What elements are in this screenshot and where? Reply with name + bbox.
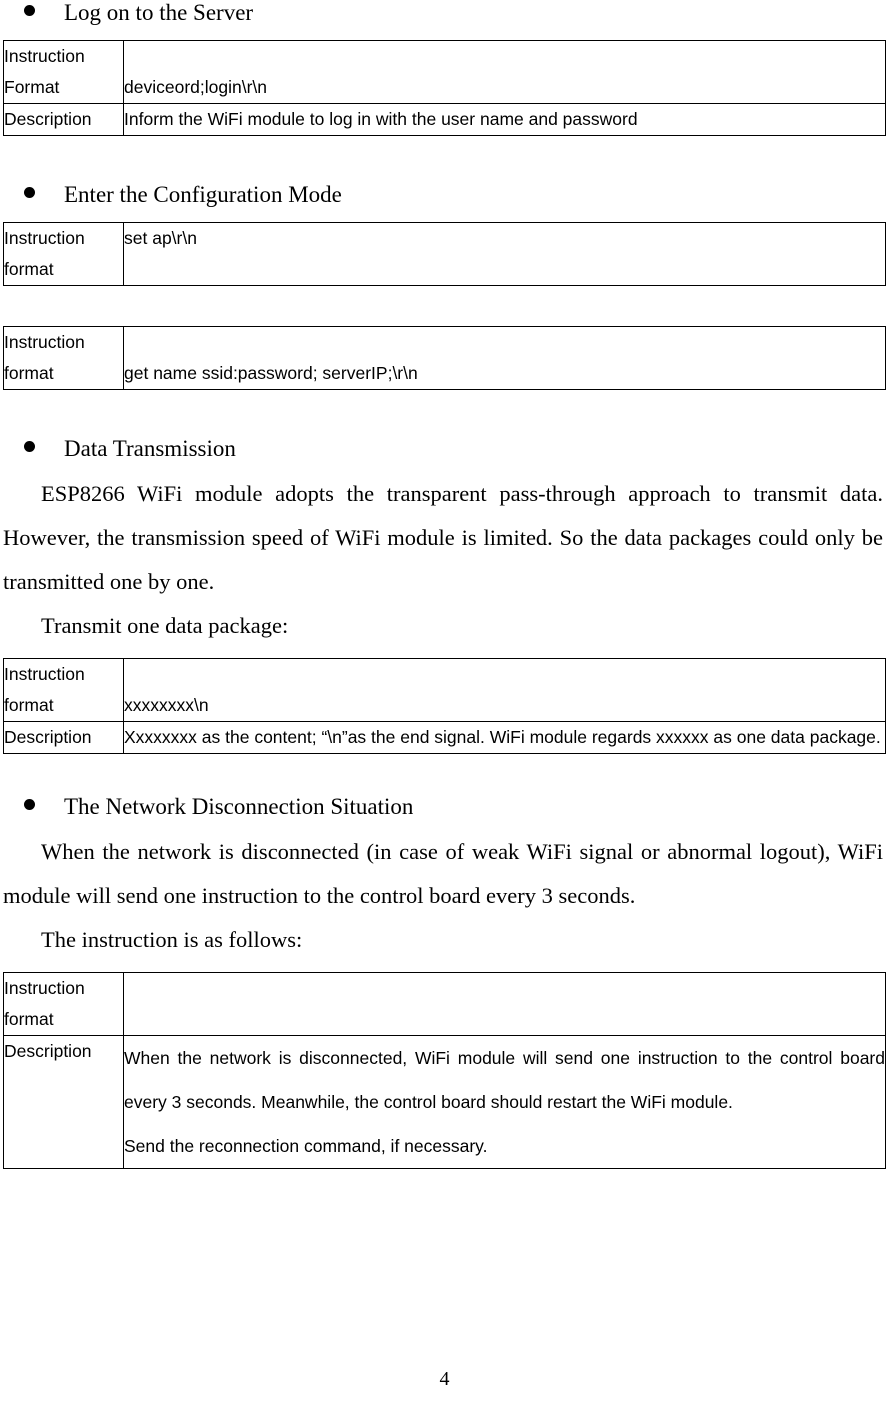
page-number: 4 — [439, 1368, 450, 1390]
row-value-instruction-format: get name ssid:password; serverIP;\r\n — [123, 326, 886, 390]
row-label-instruction-format: Instruction format — [3, 326, 124, 390]
bullet-icon — [24, 799, 35, 810]
row-value-instruction-format: xxxxxxxx\n — [123, 658, 886, 722]
instruction-table-data-package: Instruction format xxxxxxxx\n Descriptio… — [3, 658, 886, 754]
row-label-description: Description — [3, 1035, 124, 1169]
paragraph-data-transmission: ESP8266 WiFi module adopts the transpare… — [3, 481, 883, 594]
table-row: Description Inform the WiFi module to lo… — [3, 103, 886, 136]
label-line-1: Instruction — [4, 978, 85, 998]
section-heading-label: Log on to the Server — [64, 0, 254, 25]
row-label-description: Description — [3, 721, 124, 754]
bullet-icon — [24, 441, 35, 452]
table-row: Instruction Format deviceord;login\r\n — [3, 40, 886, 104]
table-row: Description When the network is disconne… — [3, 1035, 886, 1169]
row-label-instruction-format: Instruction format — [3, 222, 124, 286]
row-value-instruction-format: set ap\r\n — [123, 222, 886, 286]
paragraph-transmit-one-package: Transmit one data package: — [41, 613, 289, 638]
row-label-description: Description — [3, 103, 124, 136]
label-line-2: format — [4, 1009, 54, 1029]
section-heading-log-on: Log on to the Server — [0, 0, 889, 26]
section-heading-data-transmission: Data Transmission — [0, 436, 889, 462]
row-label-instruction-format: Instruction Format — [3, 40, 124, 104]
section-heading-label: Enter the Configuration Mode — [64, 182, 342, 207]
value-text: xxxxxxxx\n — [124, 695, 209, 715]
row-value-description: Xxxxxxxx as the content; “\n”as the end … — [123, 721, 886, 754]
section-heading-label: Data Transmission — [64, 436, 236, 461]
row-value-instruction-format: deviceord;login\r\n — [123, 40, 886, 104]
paragraph-instruction-follows: The instruction is as follows: — [41, 927, 303, 952]
value-text: deviceord;login\r\n — [124, 77, 267, 97]
label-line-1: Instruction — [4, 46, 85, 66]
value-text: get name ssid:password; serverIP;\r\n — [124, 363, 418, 383]
label-line-2: format — [4, 695, 54, 715]
label-line-2: Format — [4, 77, 60, 97]
table-row: Instruction format xxxxxxxx\n — [3, 658, 886, 722]
row-label-instruction-format: Instruction format — [3, 972, 124, 1036]
bullet-icon — [24, 187, 35, 198]
bullet-icon — [24, 5, 35, 16]
table-row: Description Xxxxxxxx as the content; “\n… — [3, 721, 886, 754]
value-text: set ap\r\n — [124, 228, 197, 248]
label-line-2: format — [4, 259, 54, 279]
instruction-table-get-name: Instruction format get name ssid:passwor… — [3, 326, 886, 390]
paragraph-network-disconnection: When the network is disconnected (in cas… — [3, 839, 883, 908]
section-heading-enter-config-mode: Enter the Configuration Mode — [0, 182, 889, 208]
label-line-1: Instruction — [4, 332, 85, 352]
label-line-1: Instruction — [4, 228, 85, 248]
row-value-description: Inform the WiFi module to log in with th… — [123, 103, 886, 136]
row-value-description: When the network is disconnected, WiFi m… — [123, 1035, 886, 1169]
label-line-2: format — [4, 363, 54, 383]
description-paragraph-1: When the network is disconnected, WiFi m… — [124, 1048, 885, 1112]
instruction-table-disconnection: Instruction format Description When the … — [3, 972, 886, 1169]
instruction-table-set-ap: Instruction format set ap\r\n — [3, 222, 886, 286]
row-value-instruction-format — [123, 972, 886, 1036]
table-row: Instruction format set ap\r\n — [3, 222, 886, 286]
instruction-table-logon: Instruction Format deviceord;login\r\n D… — [3, 40, 886, 136]
section-heading-label: The Network Disconnection Situation — [64, 794, 414, 819]
section-heading-network-disconnection: The Network Disconnection Situation — [0, 794, 889, 820]
description-paragraph-2: Send the reconnection command, if necess… — [124, 1136, 488, 1156]
table-row: Instruction format — [3, 972, 886, 1036]
label-line-1: Instruction — [4, 664, 85, 684]
row-label-instruction-format: Instruction format — [3, 658, 124, 722]
table-row: Instruction format get name ssid:passwor… — [3, 326, 886, 390]
